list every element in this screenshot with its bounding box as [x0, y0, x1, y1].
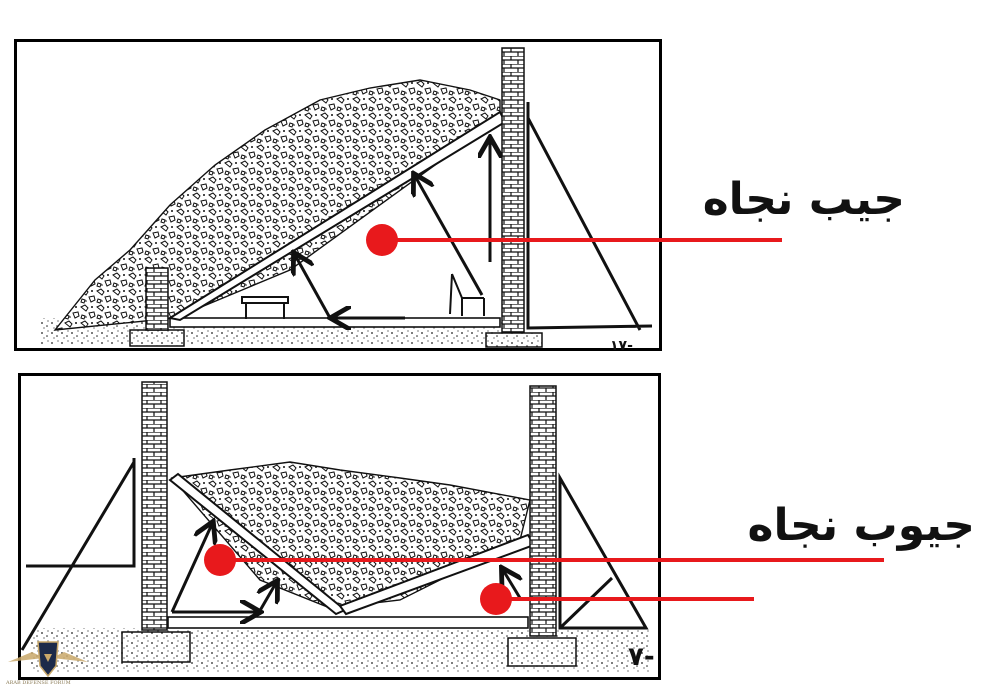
survival-pocket-label: جيب نجاه [703, 174, 905, 225]
bottom-rubble-pile [172, 462, 530, 608]
top-right-brick-wall [502, 48, 524, 332]
top-lean-to-illustration [40, 48, 652, 347]
top-pocket-marker [366, 224, 398, 256]
bottom-footing-left [122, 632, 190, 662]
bottom-left-triangle-sketch [22, 458, 134, 650]
top-rubble-pile [55, 80, 500, 330]
top-figure-number: ١٧- [610, 338, 633, 354]
bottom-arrow-diagonal-left [172, 524, 212, 612]
watermark-caption: ARAB DEFENSE FORUM [6, 680, 71, 686]
top-footing-right [486, 333, 542, 347]
bottom-pocket-marker-left [204, 544, 236, 576]
top-chair-icon [450, 274, 484, 316]
survival-pockets-label: جيوب نجاه [747, 500, 975, 551]
top-triangle-sketch [528, 102, 652, 330]
bottom-v-shape-illustration [22, 382, 650, 672]
bottom-left-brick-wall [142, 382, 167, 630]
bottom-floor-slab [168, 617, 528, 628]
top-table-icon [242, 297, 288, 319]
top-footing-left [130, 330, 184, 346]
bottom-figure-number: ٧- [628, 642, 655, 672]
top-arrow-diagonal-1 [295, 255, 330, 318]
top-arrow-diagonal-2 [415, 176, 482, 295]
bottom-right-triangle-sketch [560, 478, 646, 628]
bottom-arrow-up-small [258, 583, 276, 614]
bottom-pocket-marker-right [480, 583, 512, 615]
bottom-footing-right [508, 638, 576, 666]
top-left-wall-stub [146, 268, 168, 330]
